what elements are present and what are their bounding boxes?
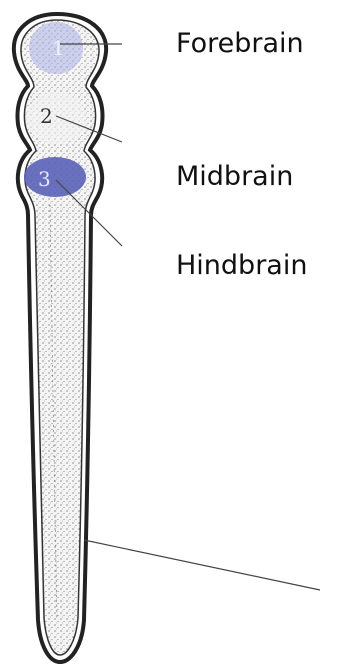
- hindbrain-region: [24, 157, 86, 197]
- region-number-2: 2: [40, 104, 53, 128]
- region-number-3: 3: [38, 167, 51, 191]
- spinal-cord-leader-line: [84, 540, 320, 590]
- hindbrain-label: Hindbrain: [176, 252, 307, 279]
- midbrain-label: Midbrain: [176, 163, 293, 190]
- region-number-1: 1: [52, 36, 65, 60]
- forebrain-label: Forebrain: [176, 30, 304, 57]
- midbrain-region: [26, 92, 86, 144]
